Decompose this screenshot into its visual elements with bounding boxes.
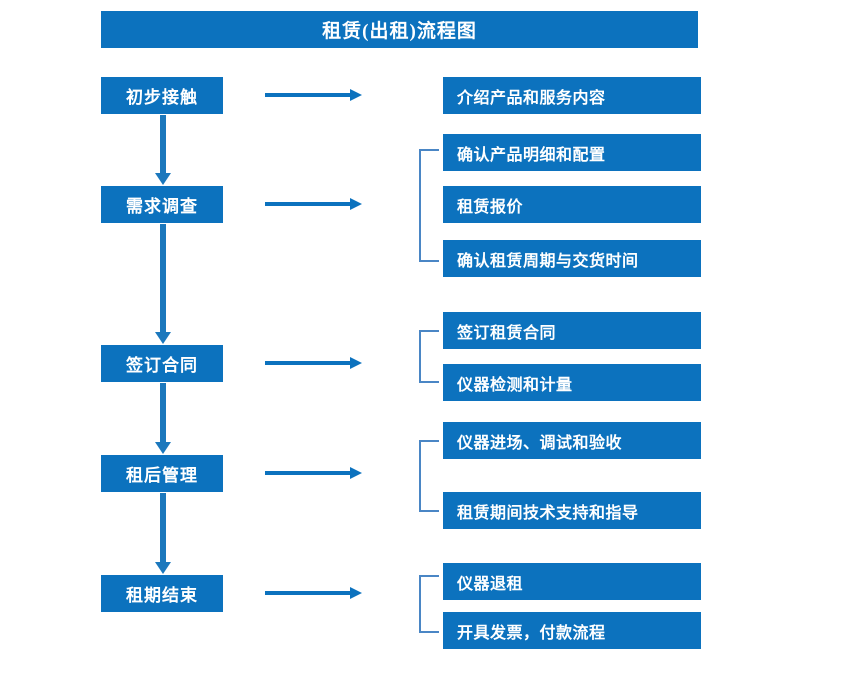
detail-box-5[interactable]: 签订租赁合同: [443, 312, 701, 349]
down-arrow-3: [155, 383, 171, 454]
detail-box-3[interactable]: 租赁报价: [443, 186, 701, 223]
right-arrow-head: [350, 198, 362, 210]
down-arrow-shaft: [160, 224, 166, 332]
bracket-group-3: [419, 330, 439, 383]
right-arrow-shaft: [265, 93, 351, 97]
right-arrow-1: [265, 88, 362, 102]
down-arrow-head: [155, 562, 171, 574]
stage-box-4[interactable]: 租后管理: [101, 455, 223, 492]
down-arrow-head: [155, 442, 171, 454]
right-arrow-shaft: [265, 361, 351, 365]
down-arrow-shaft: [160, 383, 166, 442]
detail-box-4[interactable]: 确认租赁周期与交货时间: [443, 240, 701, 277]
detail-box-6[interactable]: 仪器检测和计量: [443, 364, 701, 401]
right-arrow-head: [350, 89, 362, 101]
bracket-group-2: [419, 149, 439, 262]
bracket-group-4: [419, 440, 439, 512]
stage-box-2[interactable]: 需求调查: [101, 186, 223, 223]
stage-box-3[interactable]: 签订合同: [101, 345, 223, 382]
right-arrow-3: [265, 356, 362, 370]
right-arrow-shaft: [265, 591, 351, 595]
down-arrow-4: [155, 493, 171, 574]
down-arrow-shaft: [160, 115, 166, 173]
right-arrow-head: [350, 357, 362, 369]
down-arrow-shaft: [160, 493, 166, 562]
detail-box-10[interactable]: 开具发票，付款流程: [443, 612, 701, 649]
detail-box-1[interactable]: 介绍产品和服务内容: [443, 77, 701, 114]
right-arrow-shaft: [265, 471, 351, 475]
down-arrow-head: [155, 332, 171, 344]
right-arrow-4: [265, 466, 362, 480]
stage-box-5[interactable]: 租期结束: [101, 575, 223, 612]
down-arrow-2: [155, 224, 171, 344]
detail-box-7[interactable]: 仪器进场、调试和验收: [443, 422, 701, 459]
detail-box-9[interactable]: 仪器退租: [443, 563, 701, 600]
right-arrow-head: [350, 467, 362, 479]
detail-box-8[interactable]: 租赁期间技术支持和指导: [443, 492, 701, 529]
right-arrow-5: [265, 586, 362, 600]
detail-box-2[interactable]: 确认产品明细和配置: [443, 134, 701, 171]
down-arrow-1: [155, 115, 171, 185]
bracket-group-5: [419, 575, 439, 633]
right-arrow-head: [350, 587, 362, 599]
down-arrow-head: [155, 173, 171, 185]
flowchart-title: 租赁(出租)流程图: [101, 11, 698, 48]
right-arrow-shaft: [265, 202, 351, 206]
stage-box-1[interactable]: 初步接触: [101, 77, 223, 114]
right-arrow-2: [265, 197, 362, 211]
